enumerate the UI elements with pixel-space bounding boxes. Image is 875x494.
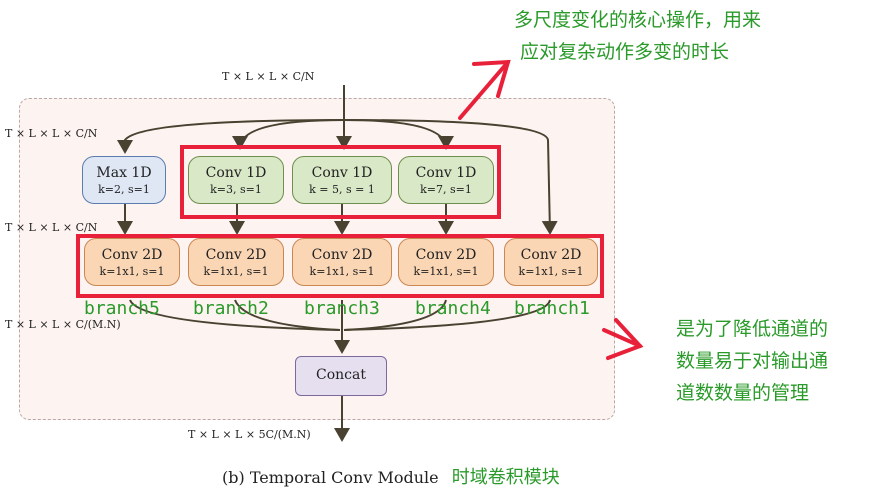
maxpool-params: k=2, s=1 [98,183,150,196]
note-top-line-1: 多尺度变化的核心操作，用来 [514,9,762,31]
conv2d-box-branch2: Conv 2D k=1x1, s=1 [188,238,284,286]
note-right-line-1: 是为了降低通道的 [676,318,829,340]
conv2d-title: Conv 2D [101,247,163,263]
highlight-conv2d [76,234,604,298]
dim-label-1: T × L × L × C/N [5,127,98,140]
branch-label-3: branch3 [304,298,380,319]
note-right-line-2: 数量易于对输出通 [676,350,829,372]
caption: (b) Temporal Conv Module 时域卷积模块 [222,462,560,494]
caption-cn: 时域卷积模块 [451,467,560,488]
conv2d-box-branch5: Conv 2D k=1x1, s=1 [84,238,180,286]
conv2d-title: Conv 2D [520,247,582,263]
conv1d-params: k = 5, s = 1 [309,183,375,196]
output-dim-label: T × L × L × 5C/(M.N) [188,428,311,441]
branch-label-4: branch4 [415,298,491,319]
branch-label-1: branch1 [514,298,590,319]
conv2d-params: k=1x1, s=1 [203,265,269,278]
conv1d-box-k7: Conv 1D k=7, s=1 [398,156,494,204]
note-top: 多尺度变化的核心操作，用来 应对复杂动作多变的时长 [514,4,761,68]
conv2d-params: k=1x1, s=1 [309,265,375,278]
conv2d-title: Conv 2D [205,247,267,263]
caption-text: (b) Temporal Conv Module [222,468,439,487]
conv1d-title: Conv 1D [311,165,373,181]
conv2d-params: k=1x1, s=1 [99,265,165,278]
dim-label-3: T × L × L × C/(M.N) [5,318,121,331]
conv2d-box-branch4: Conv 2D k=1x1, s=1 [398,238,494,286]
conv2d-title: Conv 2D [415,247,477,263]
conv2d-box-branch1: Conv 2D k=1x1, s=1 [504,238,598,286]
branch-label-5: branch5 [84,298,160,319]
maxpool-box: Max 1D k=2, s=1 [82,156,166,204]
conv2d-box-branch3: Conv 2D k=1x1, s=1 [292,238,392,286]
note-top-line-2: 应对复杂动作多变的时长 [520,41,730,63]
concat-box: Concat [295,356,387,396]
dim-label-2: T × L × L × C/N [5,221,98,234]
conv2d-params: k=1x1, s=1 [518,265,584,278]
maxpool-title: Max 1D [96,165,152,181]
concat-label: Concat [316,367,366,383]
conv1d-box-k5: Conv 1D k = 5, s = 1 [292,156,392,204]
conv1d-params: k=7, s=1 [420,183,472,196]
conv1d-params: k=3, s=1 [210,183,262,196]
input-dim-label: T × L × L × C/N [222,70,315,83]
conv1d-box-k3: Conv 1D k=3, s=1 [188,156,284,204]
branch-label-2: branch2 [193,298,269,319]
conv1d-title: Conv 1D [205,165,267,181]
highlight-conv1d [180,145,501,219]
conv2d-params: k=1x1, s=1 [413,265,479,278]
conv1d-title: Conv 1D [415,165,477,181]
note-right-line-3: 道数数量的管理 [676,382,810,404]
conv2d-title: Conv 2D [311,247,373,263]
note-right: 是为了降低通道的 数量易于对输出通 道数数量的管理 [676,313,828,409]
